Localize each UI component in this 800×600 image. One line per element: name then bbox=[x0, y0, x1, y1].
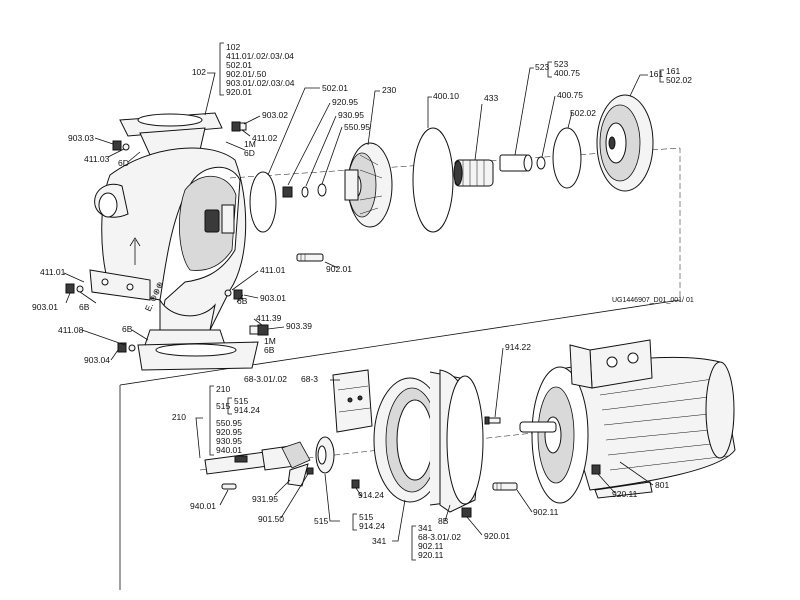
callout-930-95: 930.95 bbox=[338, 110, 364, 120]
callout-6b-c: 6B bbox=[264, 345, 275, 355]
callout-931-95: 931.95 bbox=[252, 494, 278, 504]
gasket-502-01 bbox=[249, 171, 277, 233]
callout-102-list: 411.01/.02/.03/.04 bbox=[226, 51, 294, 61]
callout-920-95: 920.95 bbox=[332, 97, 358, 107]
callout-515: 515 bbox=[314, 516, 328, 526]
callout-102: 102 bbox=[192, 67, 206, 77]
callout-210-list: 914.24 bbox=[234, 405, 260, 415]
o-ring-400-10 bbox=[412, 127, 454, 233]
drive-lantern-341 bbox=[373, 369, 484, 518]
callout-903-02: 903.02 bbox=[262, 110, 288, 120]
callout-940-01: 940.01 bbox=[190, 501, 216, 511]
screw-914-24 bbox=[351, 479, 360, 489]
casing-plugs bbox=[65, 121, 269, 353]
callout-400-75: 400.75 bbox=[557, 90, 583, 100]
callout-903-03: 903.03 bbox=[68, 133, 94, 143]
impeller-230 bbox=[344, 142, 393, 228]
callout-161-list: 161 bbox=[666, 66, 680, 76]
callout-515-list: 515 bbox=[359, 512, 373, 522]
callout-411-08: 411.08 bbox=[58, 325, 84, 335]
callout-6b-right: 6B bbox=[237, 296, 248, 306]
callout-210-list: 515 bbox=[216, 401, 230, 411]
callout-903-01-left: 903.01 bbox=[32, 302, 58, 312]
callout-6b: 6B bbox=[79, 302, 90, 312]
callout-1m: 1M bbox=[244, 139, 256, 149]
callout-502-02: 502.02 bbox=[570, 108, 596, 118]
callout-68-3: 68-3 bbox=[301, 374, 318, 384]
casing-cover-161 bbox=[596, 94, 654, 192]
key-940-01 bbox=[221, 483, 237, 490]
callout-523-list: 523 bbox=[554, 59, 568, 69]
stud-902-11 bbox=[492, 482, 518, 491]
callout-341-list: 68-3.01/.02 bbox=[418, 532, 461, 542]
callout-102-list: 902.01/.50 bbox=[226, 69, 266, 79]
callout-411-03: 411.03 bbox=[84, 154, 110, 164]
callout-411-01-right: 411.01 bbox=[260, 265, 286, 275]
callout-210-list: 930.95 bbox=[216, 436, 242, 446]
o-ring-400-75 bbox=[536, 156, 546, 170]
callout-341-list: 902.11 bbox=[418, 541, 444, 551]
callout-523-list: 400.75 bbox=[554, 68, 580, 78]
mechanical-seal-433 bbox=[453, 159, 494, 187]
callout-411-02: 411.02 bbox=[252, 133, 278, 143]
callout-515-list: 914.24 bbox=[359, 521, 385, 531]
callout-903-01-right: 903.01 bbox=[260, 293, 286, 303]
motor-801 bbox=[519, 339, 736, 504]
callout-210-list: 940.01 bbox=[216, 445, 242, 455]
callout-210-list: 550.95 bbox=[216, 418, 242, 428]
callout-920-11: 920.11 bbox=[612, 489, 638, 499]
callout-161-list: 502.02 bbox=[666, 75, 692, 85]
callout-433: 433 bbox=[484, 93, 498, 103]
callout-920-01: 920.01 bbox=[484, 531, 510, 541]
coupling-guard-68-3 bbox=[332, 369, 373, 433]
callout-210: 210 bbox=[172, 412, 186, 422]
axis-lines bbox=[119, 147, 681, 590]
callout-914-24: 914.24 bbox=[358, 490, 384, 500]
callout-903-39: 903.39 bbox=[286, 321, 312, 331]
callout-523: 523 bbox=[535, 62, 549, 72]
shaft-210 bbox=[204, 441, 311, 487]
callout-341-list: 920.11 bbox=[418, 550, 444, 560]
callout-1m-b: 1M bbox=[264, 336, 276, 346]
callout-102-list: 502.01 bbox=[226, 60, 252, 70]
callout-903-04: 903.04 bbox=[84, 355, 110, 365]
callout-102-list: 102 bbox=[226, 42, 240, 52]
callout-102-list: 920.01 bbox=[226, 87, 252, 97]
collar-515 bbox=[315, 436, 335, 474]
callout-902-01: 902.01 bbox=[326, 264, 352, 274]
callout-labels: 102 102 411.01/.02/.03/.04 502.01 902.01… bbox=[32, 42, 694, 560]
callout-6b-d: 6B bbox=[122, 324, 133, 334]
callout-411-01-left: 411.01 bbox=[40, 267, 66, 277]
shaft-sleeve-523 bbox=[499, 154, 533, 172]
callout-341: 341 bbox=[372, 536, 386, 546]
callout-502-01: 502.01 bbox=[322, 83, 348, 93]
leader-lines bbox=[63, 42, 664, 561]
callout-901-50: 901.50 bbox=[258, 514, 284, 524]
drawing-id: UG1446907_D01_001/ 01 bbox=[612, 297, 694, 304]
callout-914-22: 914.22 bbox=[505, 342, 531, 352]
callout-902-11: 902.11 bbox=[533, 507, 559, 517]
screw-901-50 bbox=[306, 467, 314, 475]
callout-8b: 8B bbox=[438, 516, 449, 526]
gasket-502-02 bbox=[552, 127, 582, 189]
callout-341-list: 341 bbox=[418, 523, 432, 533]
screw-914-22 bbox=[484, 416, 501, 425]
callout-210-list: 210 bbox=[216, 384, 230, 394]
callout-230: 230 bbox=[382, 85, 396, 95]
pump-casing: E. ⊕⊕⊕ bbox=[89, 112, 259, 371]
impeller-nut-washers bbox=[282, 183, 327, 198]
callout-550-95: 550.95 bbox=[344, 122, 370, 132]
callout-68-3-01: 68-3.01/.02 bbox=[244, 374, 287, 384]
callout-6d: 6D bbox=[244, 148, 255, 158]
callout-210-list: 515 bbox=[234, 396, 248, 406]
callout-400-10: 400.10 bbox=[433, 91, 459, 101]
callout-102-list: 903.01/.02/.03/.04 bbox=[226, 78, 295, 88]
callout-411-39: 411.39 bbox=[256, 313, 282, 323]
callout-210-list: 920.95 bbox=[216, 427, 242, 437]
callout-801: 801 bbox=[655, 480, 669, 490]
callout-161: 161 bbox=[649, 69, 663, 79]
stud-902-01 bbox=[296, 253, 324, 262]
callout-6d-b: 6D bbox=[118, 158, 129, 168]
